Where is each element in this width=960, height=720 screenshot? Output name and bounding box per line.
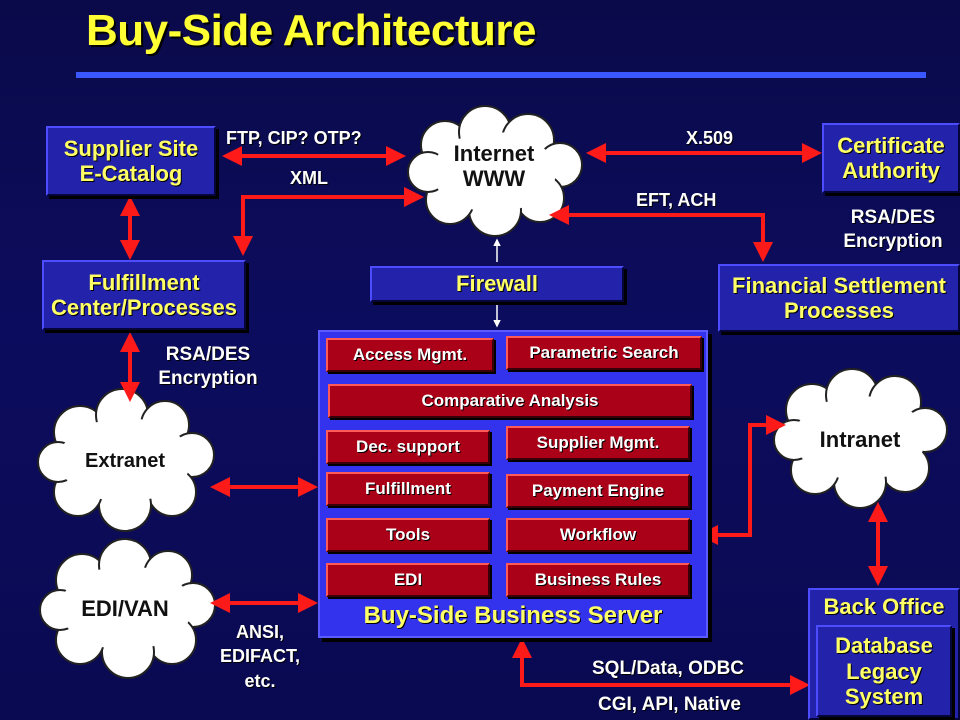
arrow-server-backoffice: [512, 638, 810, 695]
database-line1: Database: [835, 633, 933, 659]
module-comparative-analysis: Comparative Analysis: [328, 384, 692, 418]
database-line2: Legacy: [846, 658, 922, 684]
firewall-box: Firewall: [370, 266, 624, 302]
ansi-line1: ANSI,: [235, 622, 284, 642]
module-business-rules: Business Rules: [506, 563, 690, 597]
arrow-internet-financial: [549, 205, 773, 262]
module-access-mgmt: Access Mgmt.: [326, 338, 494, 372]
database-box: Database Legacy System: [816, 625, 952, 718]
edi-van-label: EDI/VAN: [81, 596, 169, 621]
ftp-label: FTP, CIP? OTP?: [226, 128, 362, 148]
internet-label-line1: Internet: [453, 141, 535, 166]
fulfillment-center-line2: Center/Processes: [51, 295, 237, 320]
module-supplier-mgmt: Supplier Mgmt.: [506, 426, 690, 460]
supplier-site-line1: Supplier Site: [63, 135, 199, 161]
xml-label: XML: [290, 168, 328, 188]
financial-settlement-line1: Financial Settlement: [732, 272, 946, 298]
rsa-des-top-line2: Encryption: [843, 230, 943, 252]
database-line3: System: [844, 683, 924, 709]
internet-label-line2: WWW: [462, 166, 526, 192]
supplier-site-line2: E-Catalog: [79, 161, 183, 186]
module-parametric-search: Parametric Search: [506, 336, 702, 370]
server-title: Buy-Side Business Server: [363, 602, 663, 629]
ca-line1: Certificate: [837, 132, 945, 158]
module-tools: Tools: [326, 518, 490, 552]
rsa-des-top-line1: RSA/DES: [850, 207, 936, 228]
extranet-label: Extranet: [84, 450, 166, 472]
ansi-label: ANSI, EDIFACT, etc.: [206, 620, 314, 693]
intranet-label: Intranet: [819, 427, 901, 452]
ansi-line3: etc.: [244, 670, 276, 691]
extranet-cloud: [37, 388, 215, 532]
rsa-des-left-line1: RSA/DES: [165, 344, 251, 365]
eft-label: EFT, ACH: [636, 190, 717, 210]
cgi-label: CGI, API, Native: [598, 694, 741, 715]
rsa-des-top-label: RSA/DES Encryption: [826, 206, 960, 254]
edi-van-cloud: [39, 538, 216, 679]
module-payment-engine: Payment Engine: [506, 474, 690, 508]
intranet-cloud: [773, 368, 948, 509]
title-underline: [76, 72, 926, 78]
back-office-box: Back Office Database Legacy System: [808, 588, 960, 720]
page-title: Buy-Side Architecture: [86, 6, 536, 55]
arrow-server-intranet: [698, 415, 786, 545]
ansi-line2: EDIFACT,: [219, 646, 300, 667]
fulfillment-center-box: Fulfillment Center/Processes: [42, 260, 246, 330]
module-workflow: Workflow: [506, 518, 690, 552]
financial-settlement-box: Financial Settlement Processes: [718, 264, 960, 332]
rsa-des-left-label: RSA/DES Encryption: [146, 343, 270, 391]
module-edi: EDI: [326, 563, 490, 597]
financial-settlement-line2: Processes: [783, 298, 895, 323]
module-dec-support: Dec. support: [326, 430, 490, 464]
certificate-authority-box: Certificate Authority: [822, 123, 960, 193]
fulfillment-center-line1: Fulfillment: [88, 269, 200, 295]
ca-line2: Authority: [842, 158, 940, 183]
sql-label: SQL/Data, ODBC: [592, 658, 745, 679]
module-fulfillment: Fulfillment: [326, 472, 490, 506]
arrow-internet-fulfillment: [233, 187, 424, 256]
back-office-label: Back Office: [823, 594, 945, 619]
rsa-des-left-line2: Encryption: [158, 367, 258, 389]
x509-label: X.509: [686, 128, 734, 148]
internet-label: Internet WWW: [434, 141, 554, 192]
supplier-site-box: Supplier Site E-Catalog: [46, 126, 216, 196]
